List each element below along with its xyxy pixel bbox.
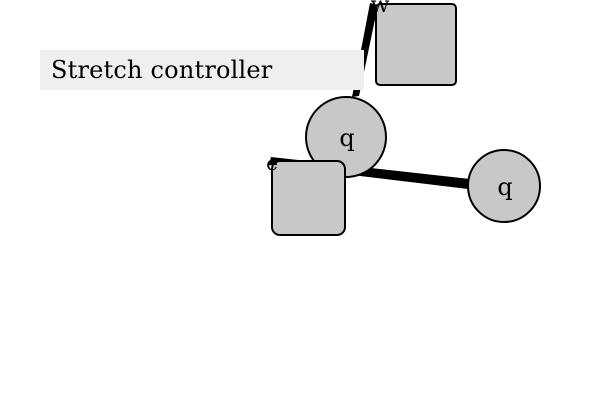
lower-square-node[interactable]: [271, 160, 346, 236]
top-edge-label: w: [371, 0, 390, 18]
right-circle-label: q: [497, 173, 512, 201]
stretch-controller-label: Stretch controller: [40, 50, 364, 90]
right-circle-node[interactable]: [467, 149, 541, 223]
top-circle-label: q: [339, 124, 354, 152]
upper-square-node[interactable]: [375, 3, 457, 86]
left-anchor-label: e: [266, 151, 278, 175]
stretch-controller-text: Stretch controller: [51, 56, 273, 84]
